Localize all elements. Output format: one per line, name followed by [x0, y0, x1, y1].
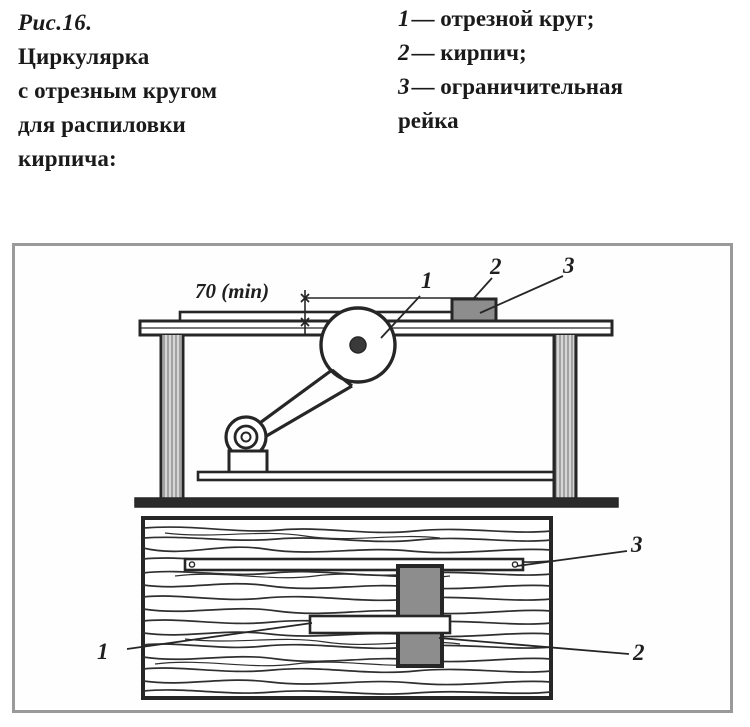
callout-2-brick: 2 [473, 254, 502, 299]
caption-line-3: для распиловки [18, 112, 186, 137]
legend-item-3: 3— ограничительная [398, 70, 743, 104]
figure-number: Рис.16. [18, 10, 93, 35]
swing-arm-linkage [252, 368, 353, 440]
lower-base-rail [134, 497, 619, 508]
brick-side [450, 297, 498, 323]
legend-item-2: 2— кирпич; [398, 36, 743, 70]
table-leg-right [552, 335, 578, 503]
legend-item-2-dash: — [411, 40, 435, 65]
callout-2-brick-plan-label: 2 [632, 640, 645, 665]
callout-3-rail-plan-label: 3 [630, 532, 643, 557]
figure-frame: 70 (min) 1 2 3 [12, 243, 733, 713]
side-elevation-view: 70 (min) 1 2 3 [134, 253, 619, 508]
callout-1-blade: 1 [380, 268, 433, 339]
caption-line-4: кирпича: [18, 146, 117, 171]
callout-1-slot-plan: 1 [97, 622, 313, 664]
legend-item-3-number: 3 [398, 74, 410, 99]
callout-3-rail-plan: 3 [516, 532, 643, 567]
motor-support-rail [196, 470, 574, 482]
legend-item-3-dash: — [411, 74, 435, 99]
motor-pulley [224, 415, 269, 475]
legend-item-3-text: ограничительная [440, 74, 623, 99]
callout-2-brick-label: 2 [489, 254, 502, 279]
limiting-rail-plan [183, 557, 525, 572]
table-leg-left [159, 335, 185, 503]
legend-item-1-text: отрезной круг; [440, 6, 595, 31]
callout-2-brick-plan: 2 [438, 637, 645, 665]
callout-3-rail-label: 3 [562, 253, 575, 278]
callout-3-rail: 3 [479, 253, 575, 314]
cut-off-wheel [319, 306, 397, 384]
caption-line-1: Циркулярка [18, 44, 150, 69]
dimension-70-min: 70 (min) [195, 279, 478, 334]
dimension-label-text: 70 (min) [195, 279, 269, 303]
callout-1-slot-plan-label: 1 [97, 639, 109, 664]
legend-item-1-dash: — [411, 6, 435, 31]
caption-left-column: Рис.16. Циркулярка с отрезным кругом для… [18, 6, 368, 176]
legend-item-3-continuation: рейка [398, 108, 459, 133]
legend-item-1-number: 1 [398, 6, 410, 31]
figure-caption: Рис.16. Циркулярка с отрезным кругом для… [0, 0, 750, 235]
circular-saw-diagram: 70 (min) 1 2 3 [97, 253, 645, 700]
caption-line-2: с отрезным кругом [18, 78, 218, 103]
plan-top-view: 3 2 1 [97, 516, 645, 700]
legend-item-2-text: кирпич; [440, 40, 527, 65]
caption-legend-column: 1— отрезной круг; 2— кирпич; 3— ограничи… [398, 2, 743, 138]
callout-1-blade-label: 1 [421, 268, 433, 293]
saw-slot-plan [308, 614, 452, 635]
legend-item-2-number: 2 [398, 40, 410, 65]
legend-item-1: 1— отрезной круг; [398, 2, 743, 36]
